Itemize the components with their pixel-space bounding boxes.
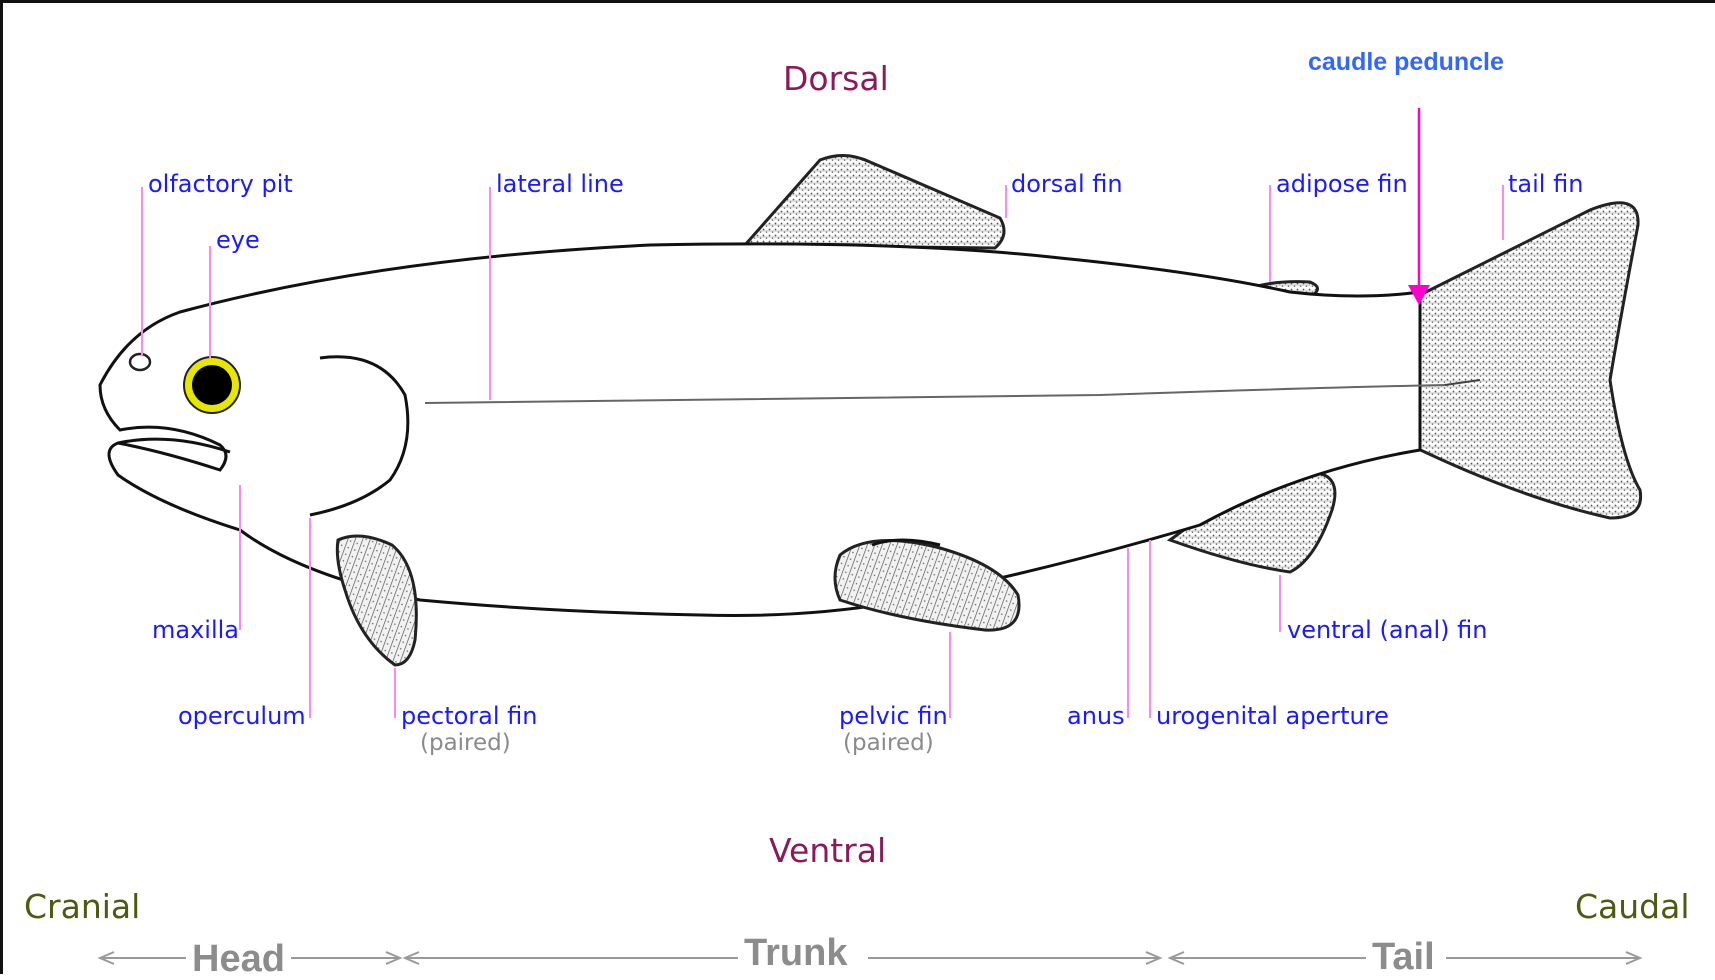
pectoral-fin-label: pectoral fin [401,704,538,728]
adipose-fin-label: adipose fin [1276,172,1408,196]
ventral-label: Ventral [769,834,886,867]
maxilla-label: maxilla [152,618,239,642]
dorsal-fin-shape [745,155,1004,248]
fish-body [100,244,1420,616]
operculum-label: operculum [178,704,306,728]
caudle-peduncle-label: caudle peduncle [1308,50,1504,75]
tail-fin-label: tail fin [1508,172,1583,196]
dorsal-fin-label: dorsal fin [1011,172,1123,196]
caudle-peduncle-arrow [1408,108,1430,305]
cranial-label: Cranial [24,890,140,923]
pelvic-fin-paired-note: (paired) [843,732,934,755]
tail-fin-shape [1410,203,1641,518]
dorsal-label: Dorsal [783,62,889,95]
caudal-label: Caudal [1575,890,1690,923]
olfactory-pit-label: olfactory pit [148,172,293,196]
tail-region-label: Tail [1366,938,1441,976]
ventral-anal-fin-label: ventral (anal) fin [1287,618,1487,642]
head-region-label: Head [186,940,291,978]
olfactory-pit-shape [130,354,150,370]
trunk-region-label: Trunk [738,934,853,972]
eye-pupil [192,365,232,405]
anus-label: anus [1067,704,1125,728]
urogenital-aperture-label: urogenital aperture [1156,704,1389,728]
eye-label: eye [216,228,260,252]
pelvic-fin-label: pelvic fin [839,704,948,728]
pectoral-fin-paired-note: (paired) [420,732,511,755]
lateral-line-label: lateral line [496,172,624,196]
